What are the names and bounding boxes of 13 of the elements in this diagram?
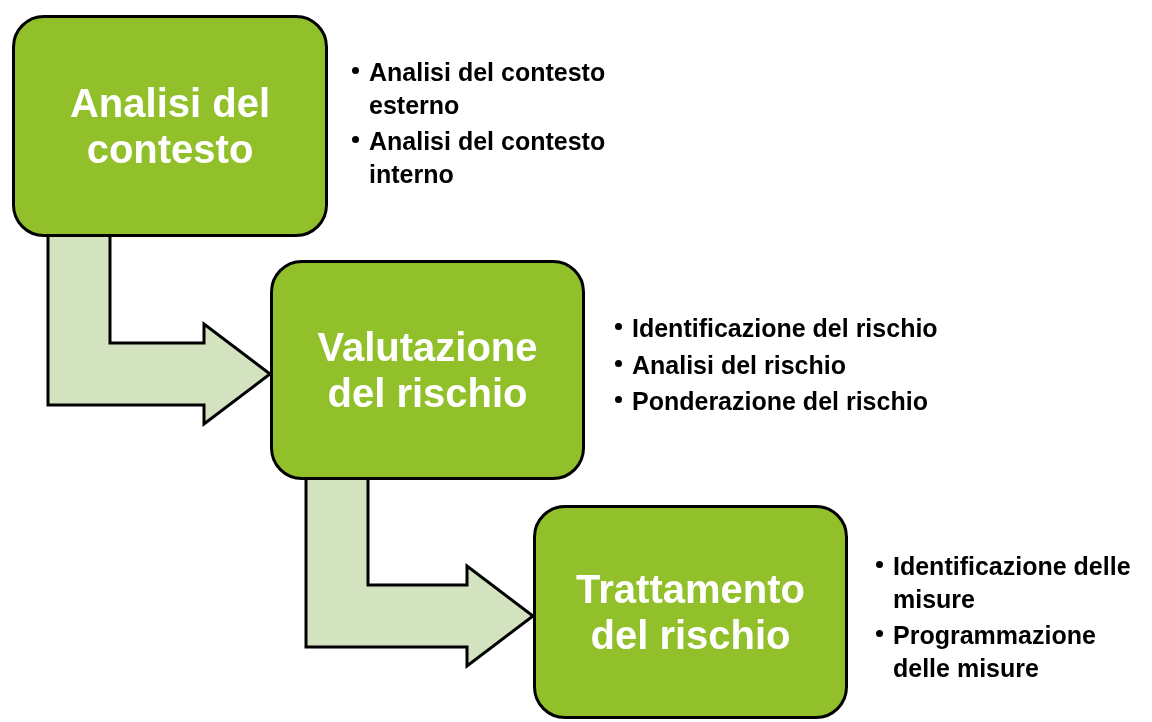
bullet-text: Analisi del rischio: [632, 349, 846, 381]
bullet-text: Programmazione delle misure: [893, 620, 1097, 684]
box-title: Valutazione del rischio: [316, 324, 539, 416]
box-title: Analisi del contesto: [68, 80, 272, 172]
bullet-text: Identificazione del rischio: [632, 313, 938, 344]
bullet-text: Analisi del contesto interno: [369, 126, 607, 190]
box-title: Trattamento del rischio: [575, 566, 806, 658]
bullet-text: Identificazione delle misure: [893, 551, 1132, 615]
bullet-text: Ponderazione del rischio: [632, 386, 928, 417]
bullet-text: Analisi del contesto esterno: [369, 57, 607, 121]
process-box: [12, 15, 328, 237]
process-box: [270, 260, 585, 480]
process-box: [533, 505, 848, 719]
